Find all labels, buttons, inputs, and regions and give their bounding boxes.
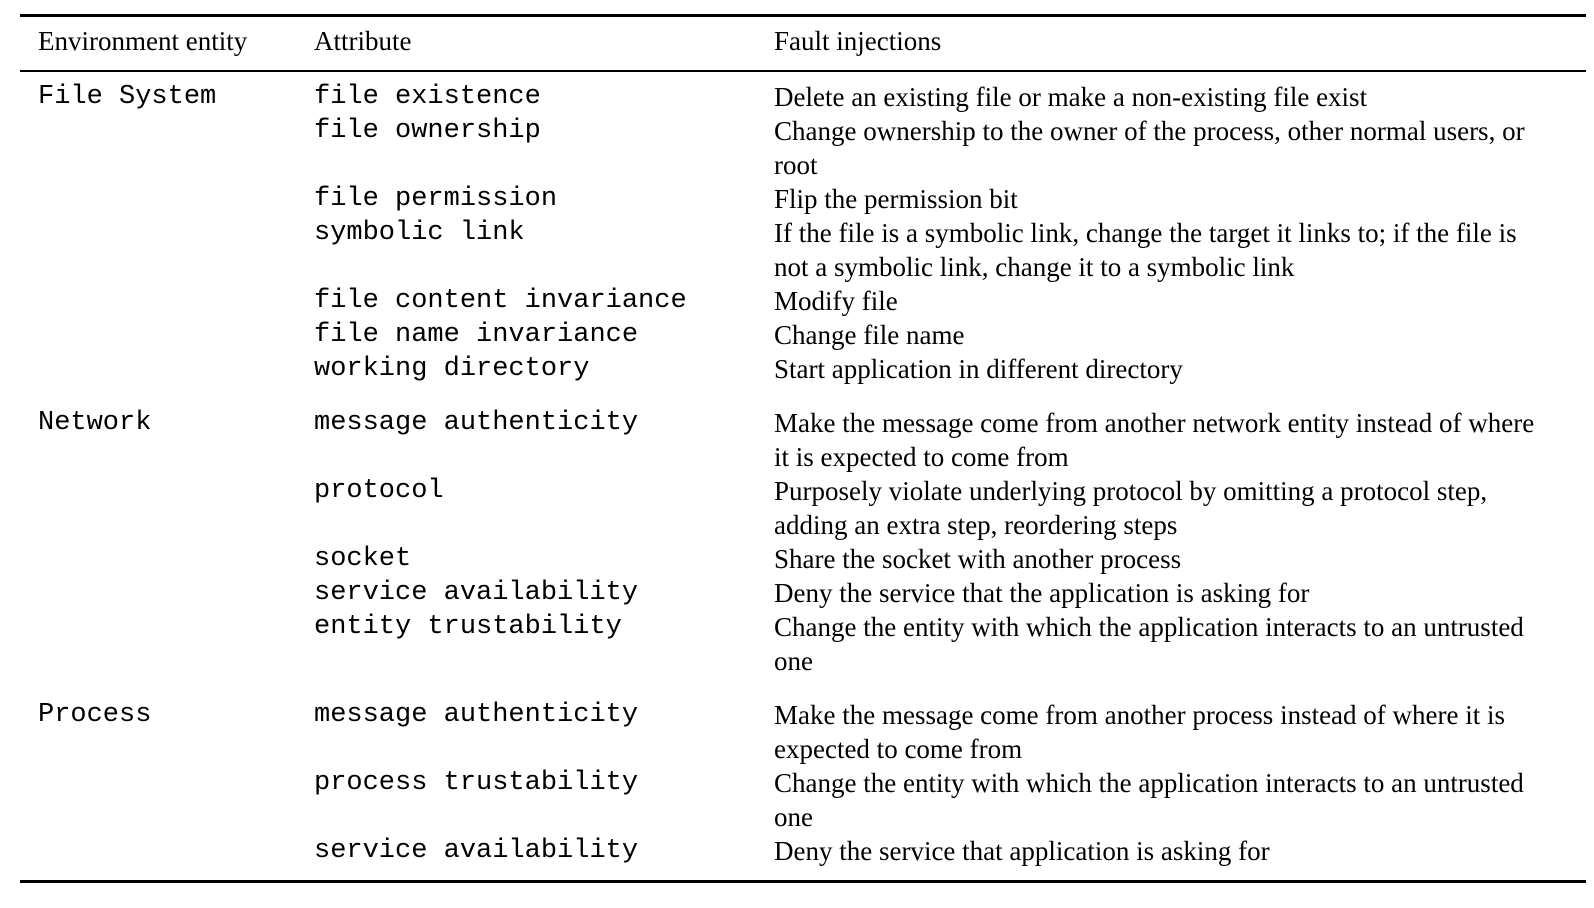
group-spacer	[20, 678, 1586, 698]
table-row: process trustability Change the entity w…	[20, 766, 1586, 834]
entity-cell: File System	[38, 82, 217, 112]
attribute-cell: file name invariance	[314, 320, 639, 350]
fault-cell: If the file is a symbolic link, change t…	[774, 218, 1517, 282]
fault-cell: Make the message come from another netwo…	[774, 408, 1535, 472]
attribute-cell: protocol	[314, 476, 444, 506]
fault-cell: Make the message come from another proce…	[774, 700, 1506, 764]
entity-cell: Process	[38, 700, 152, 730]
attribute-cell: message authenticity	[314, 408, 639, 438]
fault-cell: Change the entity with which the applica…	[774, 768, 1524, 832]
table-row: file ownership Change ownership to the o…	[20, 114, 1586, 182]
fault-cell: Deny the service that the application is…	[774, 578, 1310, 608]
attribute-cell: file permission	[314, 184, 558, 214]
table-row: File System file existence Delete an exi…	[20, 80, 1586, 114]
attribute-cell: service availability	[314, 836, 639, 866]
group-spacer	[20, 386, 1586, 406]
attribute-cell: message authenticity	[314, 700, 639, 730]
header-environment-entity: Environment entity	[38, 26, 248, 56]
table-header-row: Environment entity Attribute Fault injec…	[20, 24, 1586, 64]
group-network: Network message authenticity Make the me…	[20, 406, 1586, 678]
fault-cell: Share the socket with another process	[774, 544, 1182, 574]
table-row: protocol Purposely violate underlying pr…	[20, 474, 1586, 542]
table-row: entity trustability Change the entity wi…	[20, 610, 1586, 678]
attribute-cell: process trustability	[314, 768, 639, 798]
table-row: service availability Deny the service th…	[20, 576, 1586, 610]
table-row: socket Share the socket with another pro…	[20, 542, 1586, 576]
attribute-cell: file existence	[314, 82, 541, 112]
table-row: Process message authenticity Make the me…	[20, 698, 1586, 766]
fault-cell: Change the entity with which the applica…	[774, 612, 1524, 676]
fault-cell: Change file name	[774, 320, 965, 350]
fault-cell: Purposely violate underlying protocol by…	[774, 476, 1488, 540]
top-rule	[20, 14, 1586, 17]
table-row: working directory Start application in d…	[20, 352, 1586, 386]
attribute-cell: working directory	[314, 354, 590, 384]
table-body: File System file existence Delete an exi…	[20, 80, 1586, 868]
header-rule	[20, 70, 1586, 72]
fault-cell: Deny the service that application is ask…	[774, 836, 1270, 866]
fault-cell: Modify file	[774, 286, 898, 316]
fault-injection-table: Environment entity Attribute Fault injec…	[20, 14, 1586, 904]
attribute-cell: service availability	[314, 578, 639, 608]
attribute-cell: symbolic link	[314, 218, 525, 248]
entity-cell: Network	[38, 408, 152, 438]
fault-cell: Change ownership to the owner of the pro…	[774, 116, 1525, 180]
header-attribute: Attribute	[314, 26, 412, 56]
fault-cell: Delete an existing file or make a non-ex…	[774, 82, 1368, 112]
fault-cell: Flip the permission bit	[774, 184, 1018, 214]
attribute-cell: file content invariance	[314, 286, 687, 316]
group-file-system: File System file existence Delete an exi…	[20, 80, 1586, 386]
table-row: service availability Deny the service th…	[20, 834, 1586, 868]
fault-cell: Start application in different directory	[774, 354, 1183, 384]
table-row: file permission Flip the permission bit	[20, 182, 1586, 216]
attribute-cell: entity trustability	[314, 612, 622, 642]
table-row: symbolic link If the file is a symbolic …	[20, 216, 1586, 284]
group-process: Process message authenticity Make the me…	[20, 698, 1586, 868]
attribute-cell: socket	[314, 544, 412, 574]
bottom-rule	[20, 880, 1586, 883]
table-row: Network message authenticity Make the me…	[20, 406, 1586, 474]
table-row: file name invariance Change file name	[20, 318, 1586, 352]
header-fault-injections: Fault injections	[774, 26, 942, 56]
table-row: file content invariance Modify file	[20, 284, 1586, 318]
attribute-cell: file ownership	[314, 116, 541, 146]
